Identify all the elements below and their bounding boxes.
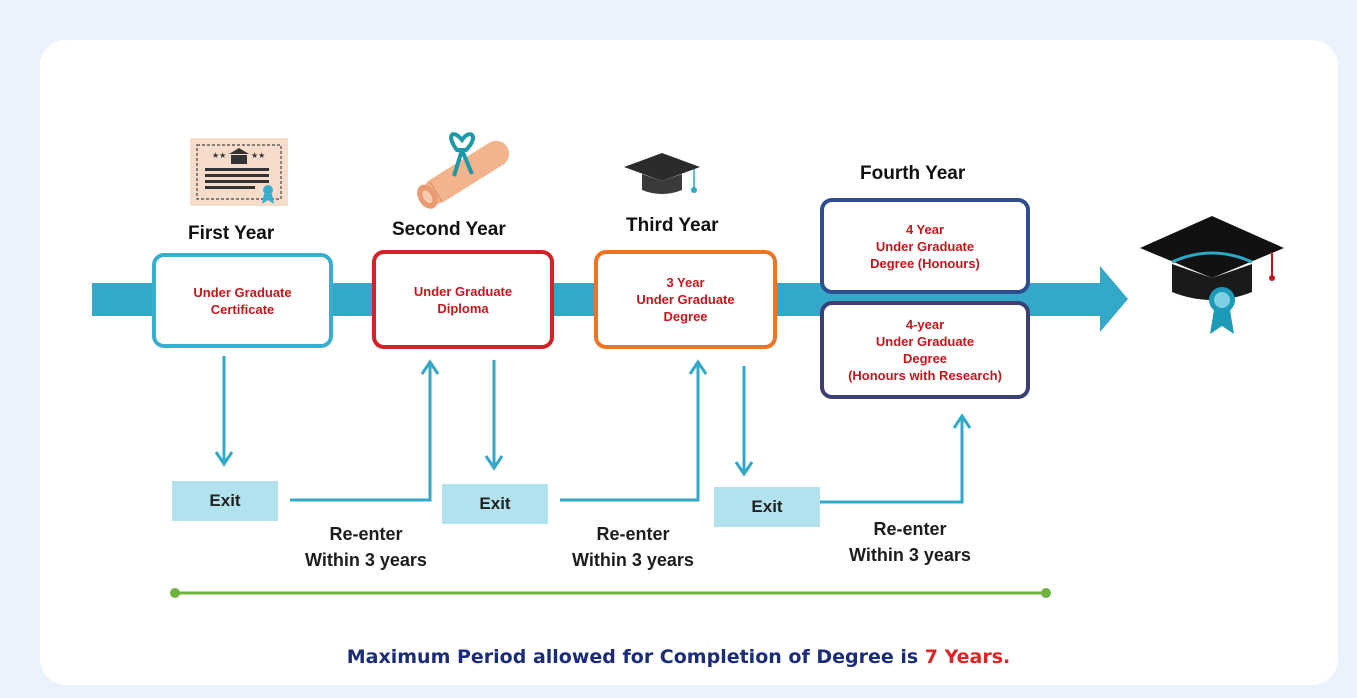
svg-text:★★: ★★ [251, 151, 265, 160]
max-period-highlight: 7 Years. [924, 646, 1011, 668]
reenter-line: Within 3 years [572, 550, 694, 570]
max-period-text: Maximum Period allowed for Completion of… [346, 646, 925, 668]
stage-box-line: 3 Year [666, 275, 705, 290]
certificate-icon: ★★ ★★ [190, 138, 288, 206]
reenter-connector-1 [290, 359, 440, 502]
reenter-connector-3 [820, 413, 972, 504]
stage-box-line: Degree [663, 309, 708, 324]
reenter-label-2: Re-enter Within 3 years [556, 521, 710, 573]
stage-box-degree: 3 Year Under Graduate Degree [594, 250, 777, 349]
stage-box-line: Diploma [437, 300, 489, 316]
second-year-label: Second Year [392, 219, 506, 240]
third-year-label: Third Year [626, 215, 719, 236]
exit-arrow-2 [484, 360, 504, 471]
diploma-scroll-icon [417, 132, 510, 209]
stage-box-honours-research: 4-year Under Graduate Degree (Honours wi… [820, 301, 1030, 399]
exit-box-1: Exit [172, 481, 278, 521]
reenter-line: Within 3 years [305, 550, 427, 570]
reenter-line: Re-enter [873, 519, 947, 539]
final-graduation-cap-icon [1140, 216, 1284, 334]
exit-arrow-1 [214, 356, 234, 467]
stage-box-line: Under Graduate [193, 284, 292, 300]
first-year-label: First Year [188, 223, 275, 244]
stage-box-honours: 4 Year Under Graduate Degree (Honours) [820, 198, 1030, 294]
exit-box-2: Exit [442, 484, 548, 524]
stage-box-line: Under Graduate [875, 334, 975, 349]
stage-box-line: Certificate [210, 301, 275, 317]
reenter-line: Within 3 years [849, 545, 971, 565]
reenter-line: Re-enter [596, 524, 670, 544]
reenter-label-1: Re-enter Within 3 years [289, 521, 443, 573]
stage-box-line: Under Graduate [636, 292, 735, 307]
stage-box-certificate: Under Graduate Certificate [152, 253, 333, 348]
stage-box-line: Under Graduate [413, 283, 513, 299]
fourth-year-label: Fourth Year [860, 163, 966, 184]
stage-box-line: Degree (Honours) [870, 255, 980, 271]
reenter-label-3: Re-enter Within 3 years [830, 516, 990, 568]
graduation-cap-icon [624, 153, 700, 194]
exit-box-3: Exit [714, 487, 820, 527]
reenter-connector-2 [560, 359, 708, 502]
timeline-line [170, 588, 1051, 598]
stage-box-line: Degree [902, 351, 948, 366]
stage-box-line: 4 Year [905, 221, 945, 237]
stage-box-line: Under Graduate [875, 238, 975, 254]
exit-arrow-3 [734, 366, 754, 477]
svg-text:★★: ★★ [212, 151, 226, 160]
reenter-line: Re-enter [329, 524, 403, 544]
max-period-note: Maximum Period allowed for Completion of… [0, 646, 1357, 668]
stage-box-diploma: Under Graduate Diploma [372, 250, 554, 349]
stage-box-line: 4-year [905, 317, 945, 332]
stage-box-line: (Honours with Research) [848, 368, 1002, 383]
